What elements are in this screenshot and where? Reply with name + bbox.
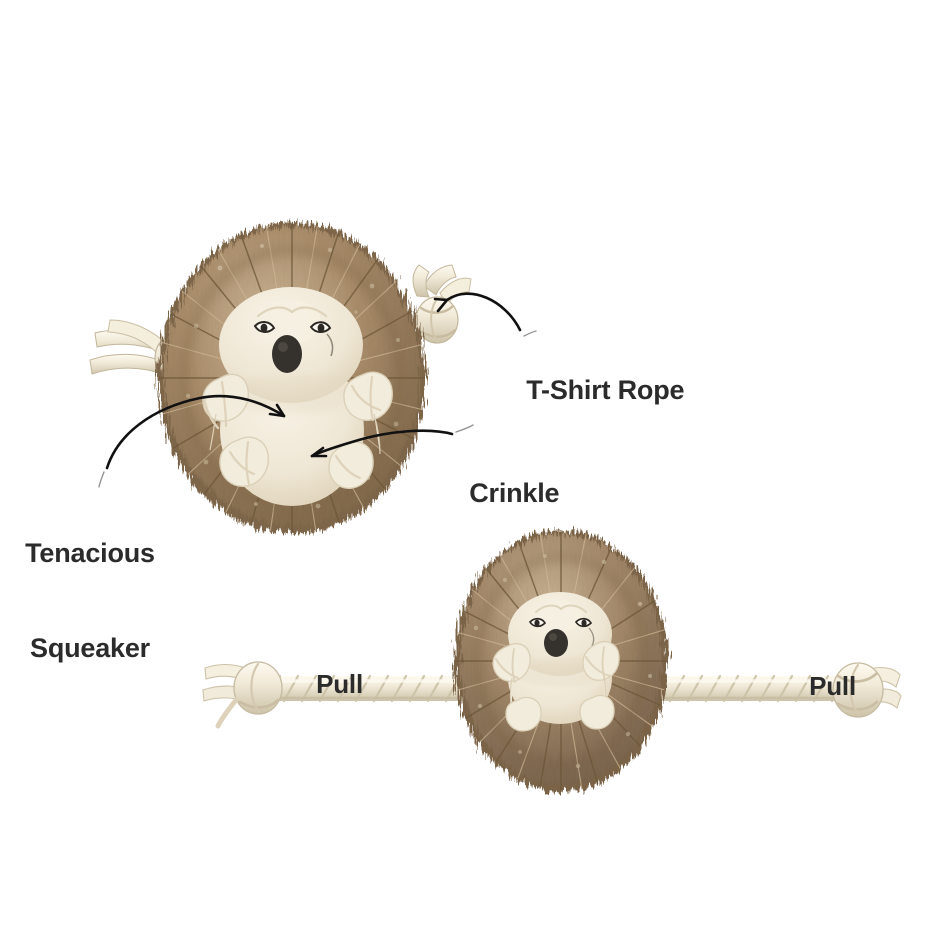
callout-crinkle-label: Crinkle — [469, 477, 560, 508]
hedgehog-top-paws — [202, 371, 393, 489]
callout-crinkle: Crinkle — [440, 446, 559, 542]
callout-tenacious-squeaker-line2: Squeaker — [30, 633, 150, 664]
callout-pull-left: Pull — [288, 638, 363, 730]
hedgehog-bottom-nose — [544, 629, 568, 657]
hedgehog-bottom-illustration — [454, 530, 668, 792]
hedgehog-bottom-eyes — [528, 617, 595, 647]
callout-tenacious-squeaker: Tenacious Squeaker — [18, 474, 162, 729]
callout-pull-right: Pull — [781, 640, 856, 732]
callout-pull-right-label: Pull — [809, 670, 856, 701]
hedgehog-top-nose — [272, 335, 302, 373]
callout-t-shirt-rope-label: T-Shirt Rope — [526, 374, 685, 405]
hedgehog-top-eyes — [253, 321, 334, 357]
rope-tassel-top-left — [89, 319, 198, 383]
callout-t-shirt-rope: T-Shirt Rope — [497, 343, 684, 439]
hedgehog-bottom-paws — [492, 641, 620, 732]
rope-tassel-top-right — [412, 264, 472, 344]
rope-knot-left — [202, 661, 283, 729]
callout-pull-left-label: Pull — [316, 668, 363, 699]
hedgehog-top-body — [158, 222, 426, 534]
callout-tenacious-squeaker-line1: Tenacious — [25, 537, 155, 568]
